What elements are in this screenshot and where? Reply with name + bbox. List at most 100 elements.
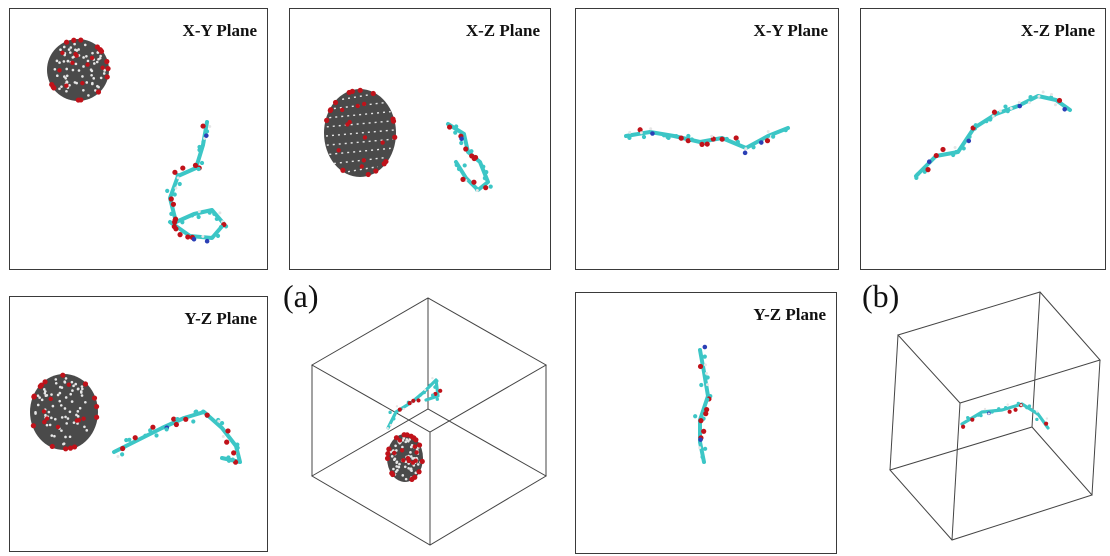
hydrogen-atom: [53, 67, 57, 71]
hydrogen-atom: [50, 416, 53, 420]
oxygen-atom: [180, 165, 186, 171]
oxygen-atom: [70, 60, 75, 65]
hydrogen-atom: [56, 393, 60, 397]
carbon-atom: [154, 433, 159, 438]
oxygen-atom: [925, 167, 931, 173]
hydrogen-atom: [401, 445, 404, 449]
oxygen-atom: [433, 391, 438, 396]
nitrogen-atom: [759, 140, 764, 145]
oxygen-atom: [397, 438, 403, 443]
stripe-line: [333, 156, 387, 165]
carbon-atom: [454, 162, 459, 168]
carbon-atom: [197, 147, 202, 153]
carbon-atom: [148, 428, 153, 433]
oxygen-atom: [44, 416, 50, 421]
hydrogen-atom: [82, 56, 85, 59]
panel-a-xy-plane: X-Y Plane: [9, 8, 268, 270]
hydrogen-atom: [72, 421, 76, 424]
hydrogen-atom: [62, 45, 66, 49]
carbon-atom: [193, 409, 198, 415]
hydrogen-atom: [95, 60, 99, 64]
hydrogen-atom: [221, 435, 225, 439]
hydrogen-atom: [66, 59, 70, 63]
hydrogen-atom: [71, 68, 75, 72]
oxygen-atom: [991, 109, 998, 115]
hydrogen-atom: [44, 394, 48, 398]
hydrogen-atom: [744, 147, 748, 151]
hydrogen-atom: [76, 422, 79, 425]
hydrogen-atom: [392, 467, 395, 471]
carbon-atom: [204, 129, 210, 134]
hydrogen-atom: [76, 415, 80, 418]
hydrogen-atom: [1006, 403, 1009, 406]
hydrogen-atom: [218, 211, 222, 215]
hydrogen-atom: [1045, 417, 1049, 420]
hydrogen-atom: [386, 427, 389, 430]
hydrogen-atom: [402, 407, 405, 411]
hydrogen-atom: [60, 416, 64, 419]
hydrogen-atom: [43, 392, 47, 395]
carbon-atom: [235, 445, 240, 450]
carbon-atom: [641, 134, 647, 140]
hydrogen-atom: [62, 442, 65, 446]
nitrogen-atom: [1017, 103, 1023, 109]
plane-label: Y-Z Plane: [184, 309, 257, 328]
carbon-atom: [751, 145, 756, 150]
oxygen-atom: [97, 47, 103, 53]
oxygen-atom: [483, 185, 489, 191]
oxygen-atom: [460, 176, 466, 182]
hydrogen-atom: [78, 406, 82, 410]
stripe-line: [326, 138, 394, 146]
carbon-atom: [199, 160, 205, 166]
hydrogen-atom: [34, 412, 37, 415]
hydrogen-atom: [64, 396, 68, 399]
carbon-atom: [1027, 404, 1032, 408]
oxygen-atom: [380, 140, 385, 145]
peptide-chain: [446, 122, 493, 192]
hydrogen-atom: [69, 46, 73, 49]
carbon-atom: [435, 379, 439, 383]
oxygen-atom: [94, 403, 100, 410]
oxygen-atom: [345, 122, 350, 127]
peptide-backbone: [446, 122, 490, 192]
hydrogen-atom: [401, 474, 405, 477]
hydrogen-atom: [60, 386, 64, 389]
carbon-atom: [127, 437, 132, 442]
hydrogen-atom: [397, 465, 401, 469]
oxygen-atom: [105, 66, 111, 72]
nitrogen-atom: [459, 136, 464, 142]
hydrogen-atom: [1020, 403, 1023, 407]
stripe-line: [326, 120, 394, 128]
carbon-atom: [1028, 94, 1033, 100]
oxygen-atom: [399, 448, 405, 453]
hydrogen-atom: [84, 400, 87, 404]
nitrogen-atom: [702, 344, 708, 350]
carbon-atom: [428, 383, 432, 388]
peptide-chain: [386, 376, 443, 430]
peptide-backbone: [698, 348, 710, 464]
carbon-atom: [172, 192, 177, 197]
oxygen-atom: [719, 136, 725, 142]
carbon-atom: [703, 446, 708, 451]
hydrogen-atom: [42, 388, 46, 391]
oxygen-atom: [446, 124, 453, 130]
hydrogen-atom: [59, 404, 63, 407]
simulation-box-b: [889, 291, 1101, 541]
hydrogen-atom: [91, 81, 94, 85]
oxygen-atom: [701, 428, 707, 434]
hydrogen-atom: [90, 73, 93, 77]
hydrogen-atom: [50, 434, 54, 437]
oxygen-atom: [699, 141, 705, 148]
hydrogen-atom: [44, 413, 47, 417]
hydrogen-atom: [81, 387, 84, 391]
hydrogen-atom: [402, 437, 406, 440]
hydrogen-atom: [48, 423, 52, 427]
hydrogen-atom: [47, 410, 51, 414]
carbon-atom: [388, 410, 392, 415]
hydrogen-atom: [58, 61, 61, 64]
nitrogen-atom: [966, 138, 972, 144]
oxygen-atom: [327, 107, 333, 114]
oxygen-atom: [416, 469, 422, 475]
hydrogen-atom: [393, 457, 397, 461]
carbon-atom: [218, 224, 224, 230]
